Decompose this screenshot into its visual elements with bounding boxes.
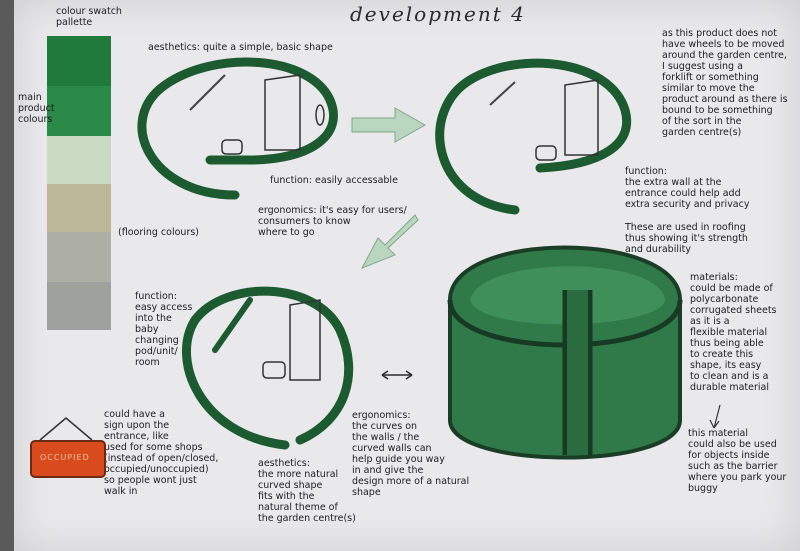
occupied-sign: OCCUPIED xyxy=(30,440,106,478)
note-ergonomics-bottom: ergonomics: the curves on the walls / th… xyxy=(352,410,470,498)
main-colours-label: main product colours xyxy=(18,92,55,125)
occupied-sign-text: OCCUPIED xyxy=(40,453,90,462)
sketch-bottom-left xyxy=(182,286,354,450)
swatch-block xyxy=(47,36,111,86)
page-title: development 4 xyxy=(350,2,526,26)
note-barrier: this material could also be used for obj… xyxy=(688,428,787,494)
note-wheels: as this product does not have wheels to … xyxy=(662,28,788,138)
note-function-left: function: easy access into the baby chan… xyxy=(135,291,193,368)
swatch-block xyxy=(47,136,111,184)
flooring-colours-label: (flooring colours) xyxy=(118,227,200,238)
swatch-block xyxy=(47,232,111,282)
sketch-top-right xyxy=(435,58,632,215)
sketch-top-left xyxy=(137,57,338,200)
note-function-right: function: the extra wall at the entrance… xyxy=(625,166,750,210)
swatch-block xyxy=(47,184,111,232)
swatch-block xyxy=(47,86,111,136)
swatch-header: colour swatch pallette xyxy=(56,6,122,28)
note-ergonomics-top: ergonomics: it's easy for users/ consume… xyxy=(258,205,407,238)
note-function-top: function: easily accessable xyxy=(270,175,398,186)
note-sign: could have a sign upon the entrance, lik… xyxy=(104,409,219,497)
sketch-3d-render xyxy=(447,245,683,460)
note-materials: materials: could be made of polycarbonat… xyxy=(690,272,777,393)
note-aesthetics-top: aesthetics: quite a simple, basic shape xyxy=(148,42,333,53)
note-aesthetics-bottom: aesthetics: the more natural curved shap… xyxy=(258,458,356,524)
note-roofing: These are used in roofing thus showing i… xyxy=(625,222,748,255)
swatch-block xyxy=(47,282,111,330)
